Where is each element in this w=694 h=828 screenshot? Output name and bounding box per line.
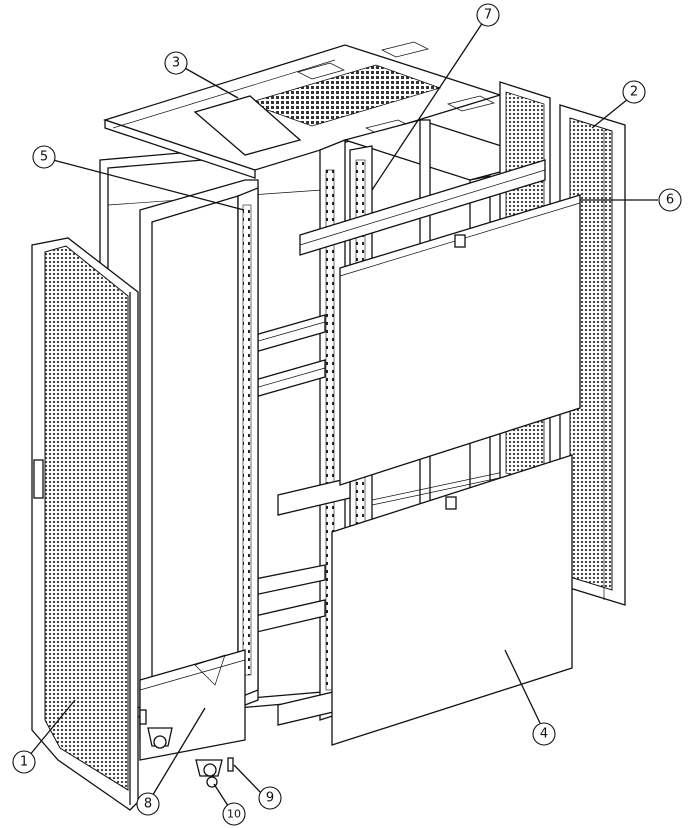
callout-6: 6 [658, 188, 682, 212]
callout-4: 4 [532, 722, 556, 746]
callout-9: 9 [258, 786, 282, 810]
svg-text:3: 3 [172, 56, 180, 71]
callout-10: 10 [222, 802, 246, 826]
svg-text:6: 6 [666, 193, 674, 208]
front-frame [139, 179, 259, 761]
callout-2: 2 [622, 80, 646, 104]
svg-text:5: 5 [40, 150, 48, 165]
svg-text:9: 9 [266, 791, 274, 806]
svg-text:8: 8 [144, 797, 152, 812]
callout-5: 5 [32, 145, 56, 169]
callout-8: 8 [136, 792, 160, 816]
svg-text:4: 4 [540, 727, 548, 742]
svg-text:2: 2 [630, 85, 638, 100]
svg-text:7: 7 [484, 8, 492, 23]
top-cover [102, 41, 503, 179]
svg-text:1: 1 [20, 755, 28, 770]
callout-7: 7 [476, 3, 500, 27]
upper-side-panel [339, 194, 581, 486]
casters-and-feet [139, 709, 234, 788]
callout-1: 1 [12, 750, 36, 774]
lower-side-panel [331, 454, 573, 746]
leader-lines [28, 18, 658, 813]
callout-3: 3 [164, 51, 188, 75]
front-door [31, 237, 139, 811]
svg-text:10: 10 [227, 808, 241, 821]
